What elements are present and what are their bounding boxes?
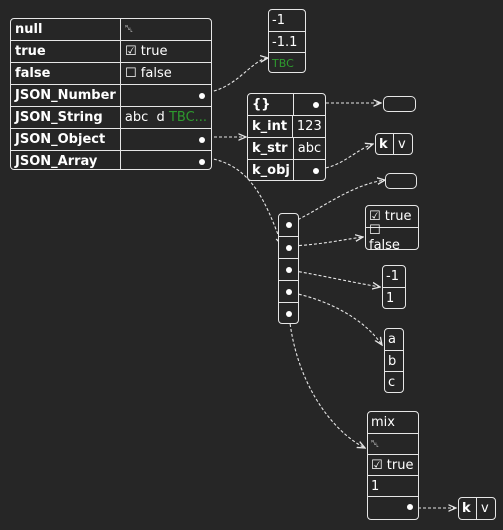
pointer-array[interactable] [121, 151, 211, 169]
mix-item: mix [371, 415, 395, 430]
value-false: ☐ false [125, 66, 172, 81]
number-array-item: -1 [386, 269, 399, 284]
object-key: k_obj [248, 160, 294, 180]
root-object-box: null ␀ true ☑ true false ☐ false JSON_Nu… [10, 18, 212, 170]
pointer-object[interactable] [121, 129, 211, 150]
array-slot[interactable] [279, 258, 298, 280]
value-true: ☑ true [125, 44, 168, 59]
number-item: -1 [272, 13, 285, 28]
key-array: JSON_Array [11, 151, 121, 169]
kv-box: k v [375, 133, 413, 155]
kv-key: k [376, 134, 394, 154]
value-null: ␀ [125, 24, 133, 35]
pointer-number[interactable] [121, 85, 211, 106]
number-box: -1 -1.1 TBC [268, 9, 306, 73]
link-arr-nums [288, 269, 380, 287]
bool-array-box: ☑ true ☐ false [365, 205, 419, 253]
pointer-kobj[interactable] [294, 160, 325, 180]
link-arr-bools [288, 237, 363, 247]
link-arr-mix [288, 313, 365, 448]
object-key: k_str [248, 138, 294, 159]
string-text: abc d [124, 110, 165, 125]
mix-item: ␀ [368, 433, 418, 454]
row-array: JSON_Array [11, 150, 211, 169]
empty-array-box [385, 173, 417, 189]
object-row-kobj: k_obj [248, 159, 325, 180]
object-box: {} k_int 123 k_str abc k_obj [247, 93, 326, 181]
pointer-empty-object[interactable] [294, 94, 325, 115]
letter-item: b [385, 350, 403, 371]
row-number: JSON_Number [11, 84, 211, 106]
kv-key: k [459, 498, 477, 519]
row-string: JSON_String abc d TBC... [11, 106, 211, 128]
row-false: false ☐ false [11, 62, 211, 84]
row-object: JSON_Object [11, 128, 211, 150]
string-tbc: TBC... [168, 110, 208, 125]
number-array-item: 1 [383, 287, 405, 308]
key-true: true [11, 41, 121, 62]
bool-item: ☑ true [369, 209, 412, 224]
object-row-kstr: k_str abc [248, 137, 325, 159]
letter-item: c [385, 371, 403, 392]
key-number: JSON_Number [11, 85, 121, 106]
mix-array-box: mix ␀ ☑ true 1 [367, 411, 419, 520]
object-row-kint: k_int 123 [248, 115, 325, 137]
row-true: true ☑ true [11, 40, 211, 62]
mix-item: 1 [368, 475, 418, 496]
object-value: 123 [296, 119, 322, 134]
object-row-header: {} [248, 94, 325, 115]
key-string: JSON_String [11, 107, 121, 128]
kv-value: v [398, 136, 406, 152]
array-box [278, 213, 299, 324]
number-tbc: TBC [269, 52, 305, 73]
array-slot[interactable] [279, 214, 298, 236]
object-key: {} [248, 94, 294, 115]
link-arr-letters [288, 291, 382, 345]
number-array-box: -1 1 [382, 265, 406, 309]
array-slot[interactable] [279, 236, 298, 258]
object-key: k_int [248, 116, 293, 137]
kv-value: v [481, 501, 489, 516]
value-string: abc d TBC... [121, 107, 211, 128]
kv-box-2: k v [458, 497, 496, 520]
row-null: null ␀ [11, 19, 211, 40]
mix-item: ☑ true [368, 454, 418, 475]
array-slot[interactable] [279, 302, 298, 324]
empty-object-box [383, 96, 416, 112]
key-null: null [11, 19, 121, 40]
mix-pointer[interactable] [368, 496, 418, 517]
array-slot[interactable] [279, 280, 298, 302]
bool-item: ☐ false [366, 223, 418, 253]
key-object: JSON_Object [11, 129, 121, 150]
letter-item: a [388, 332, 396, 347]
number-item: -1.1 [269, 31, 305, 52]
letter-array-box: a b c [384, 328, 404, 393]
key-false: false [11, 63, 121, 84]
object-value: abc [297, 141, 322, 156]
